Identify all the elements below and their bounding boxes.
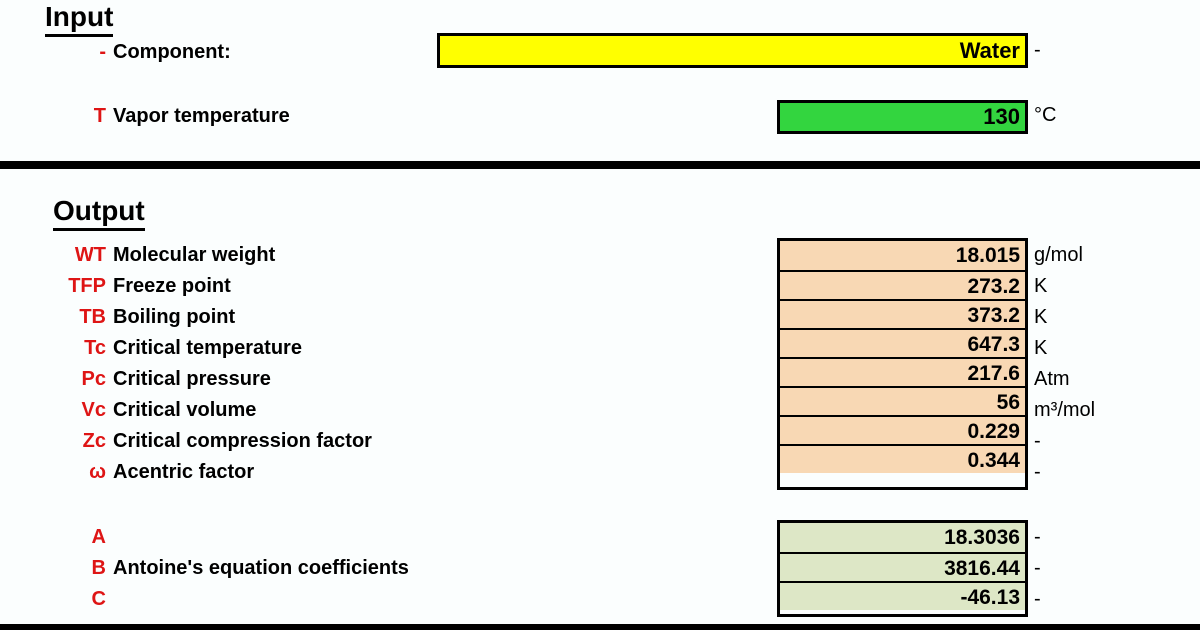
property-symbol: TFP	[68, 275, 106, 297]
section-divider	[0, 161, 1200, 169]
bottom-edge-bar	[0, 624, 1200, 630]
antoine-value-cell: 3816.44	[780, 552, 1025, 581]
output-value-cell: 647.3	[780, 328, 1025, 357]
output-values-table: 18.015 273.2 373.2 647.3 217.6 56 0.229 …	[777, 238, 1028, 490]
property-symbol: Zc	[82, 430, 106, 452]
antoine-symbol-b: B	[91, 557, 106, 579]
vapor-temperature-unit: °C	[1034, 104, 1057, 126]
vapor-temperature-label: Vapor temperature	[113, 105, 290, 127]
property-unit: Atm	[1034, 368, 1070, 390]
vapor-temperature-input-cell[interactable]: 130	[777, 100, 1028, 134]
property-label: Boiling point	[113, 306, 236, 328]
output-value-cell: 373.2	[780, 299, 1025, 328]
output-value-cell: 56	[780, 386, 1025, 415]
antoine-value-cell: 18.3036	[780, 523, 1025, 552]
antoine-label: Antoine's equation coefficients	[113, 557, 409, 579]
output-value-cell: 217.6	[780, 357, 1025, 386]
property-symbol: WT	[74, 244, 106, 266]
property-label: Critical pressure	[113, 368, 271, 390]
output-section-heading: Output	[53, 195, 145, 231]
input-section-heading: Input	[45, 1, 114, 37]
antoine-unit: -	[1034, 557, 1041, 579]
antoine-symbol-c: C	[91, 588, 106, 610]
output-value-cell: 0.344	[780, 444, 1025, 473]
antoine-values-table: 18.3036 3816.44 -46.13	[777, 520, 1028, 617]
antoine-value-cell: -46.13	[780, 581, 1025, 610]
property-label: Acentric factor	[113, 461, 255, 483]
component-label: Component:	[113, 41, 231, 63]
property-unit: K	[1034, 337, 1048, 359]
property-label: Critical compression factor	[113, 430, 372, 452]
property-unit: m³/mol	[1034, 399, 1096, 421]
property-label: Critical temperature	[113, 337, 302, 359]
vapor-temperature-value: 130	[983, 104, 1020, 129]
property-unit: K	[1034, 275, 1048, 297]
antoine-unit: -	[1034, 526, 1041, 548]
output-value-cell: 18.015	[780, 241, 1025, 270]
property-unit: K	[1034, 306, 1048, 328]
property-unit: -	[1034, 430, 1041, 452]
antoine-symbol-a: A	[91, 526, 106, 548]
component-unit: -	[1034, 39, 1041, 61]
property-symbol: Vc	[81, 399, 106, 421]
component-symbol: -	[99, 41, 106, 63]
component-input-cell[interactable]: Water	[437, 33, 1028, 68]
property-label: Critical volume	[113, 399, 257, 421]
property-symbol: Tc	[84, 337, 106, 359]
component-value: Water	[959, 38, 1020, 63]
property-symbol: ω	[89, 461, 106, 483]
property-label: Molecular weight	[113, 244, 276, 266]
property-unit: g/mol	[1034, 244, 1083, 266]
antoine-unit: -	[1034, 588, 1041, 610]
output-value-cell: 273.2	[780, 270, 1025, 299]
property-unit: -	[1034, 461, 1041, 483]
output-value-cell: 0.229	[780, 415, 1025, 444]
property-label: Freeze point	[113, 275, 231, 297]
vapor-temperature-symbol: T	[93, 105, 106, 127]
property-symbol: Pc	[81, 368, 106, 390]
property-symbol: TB	[79, 306, 106, 328]
